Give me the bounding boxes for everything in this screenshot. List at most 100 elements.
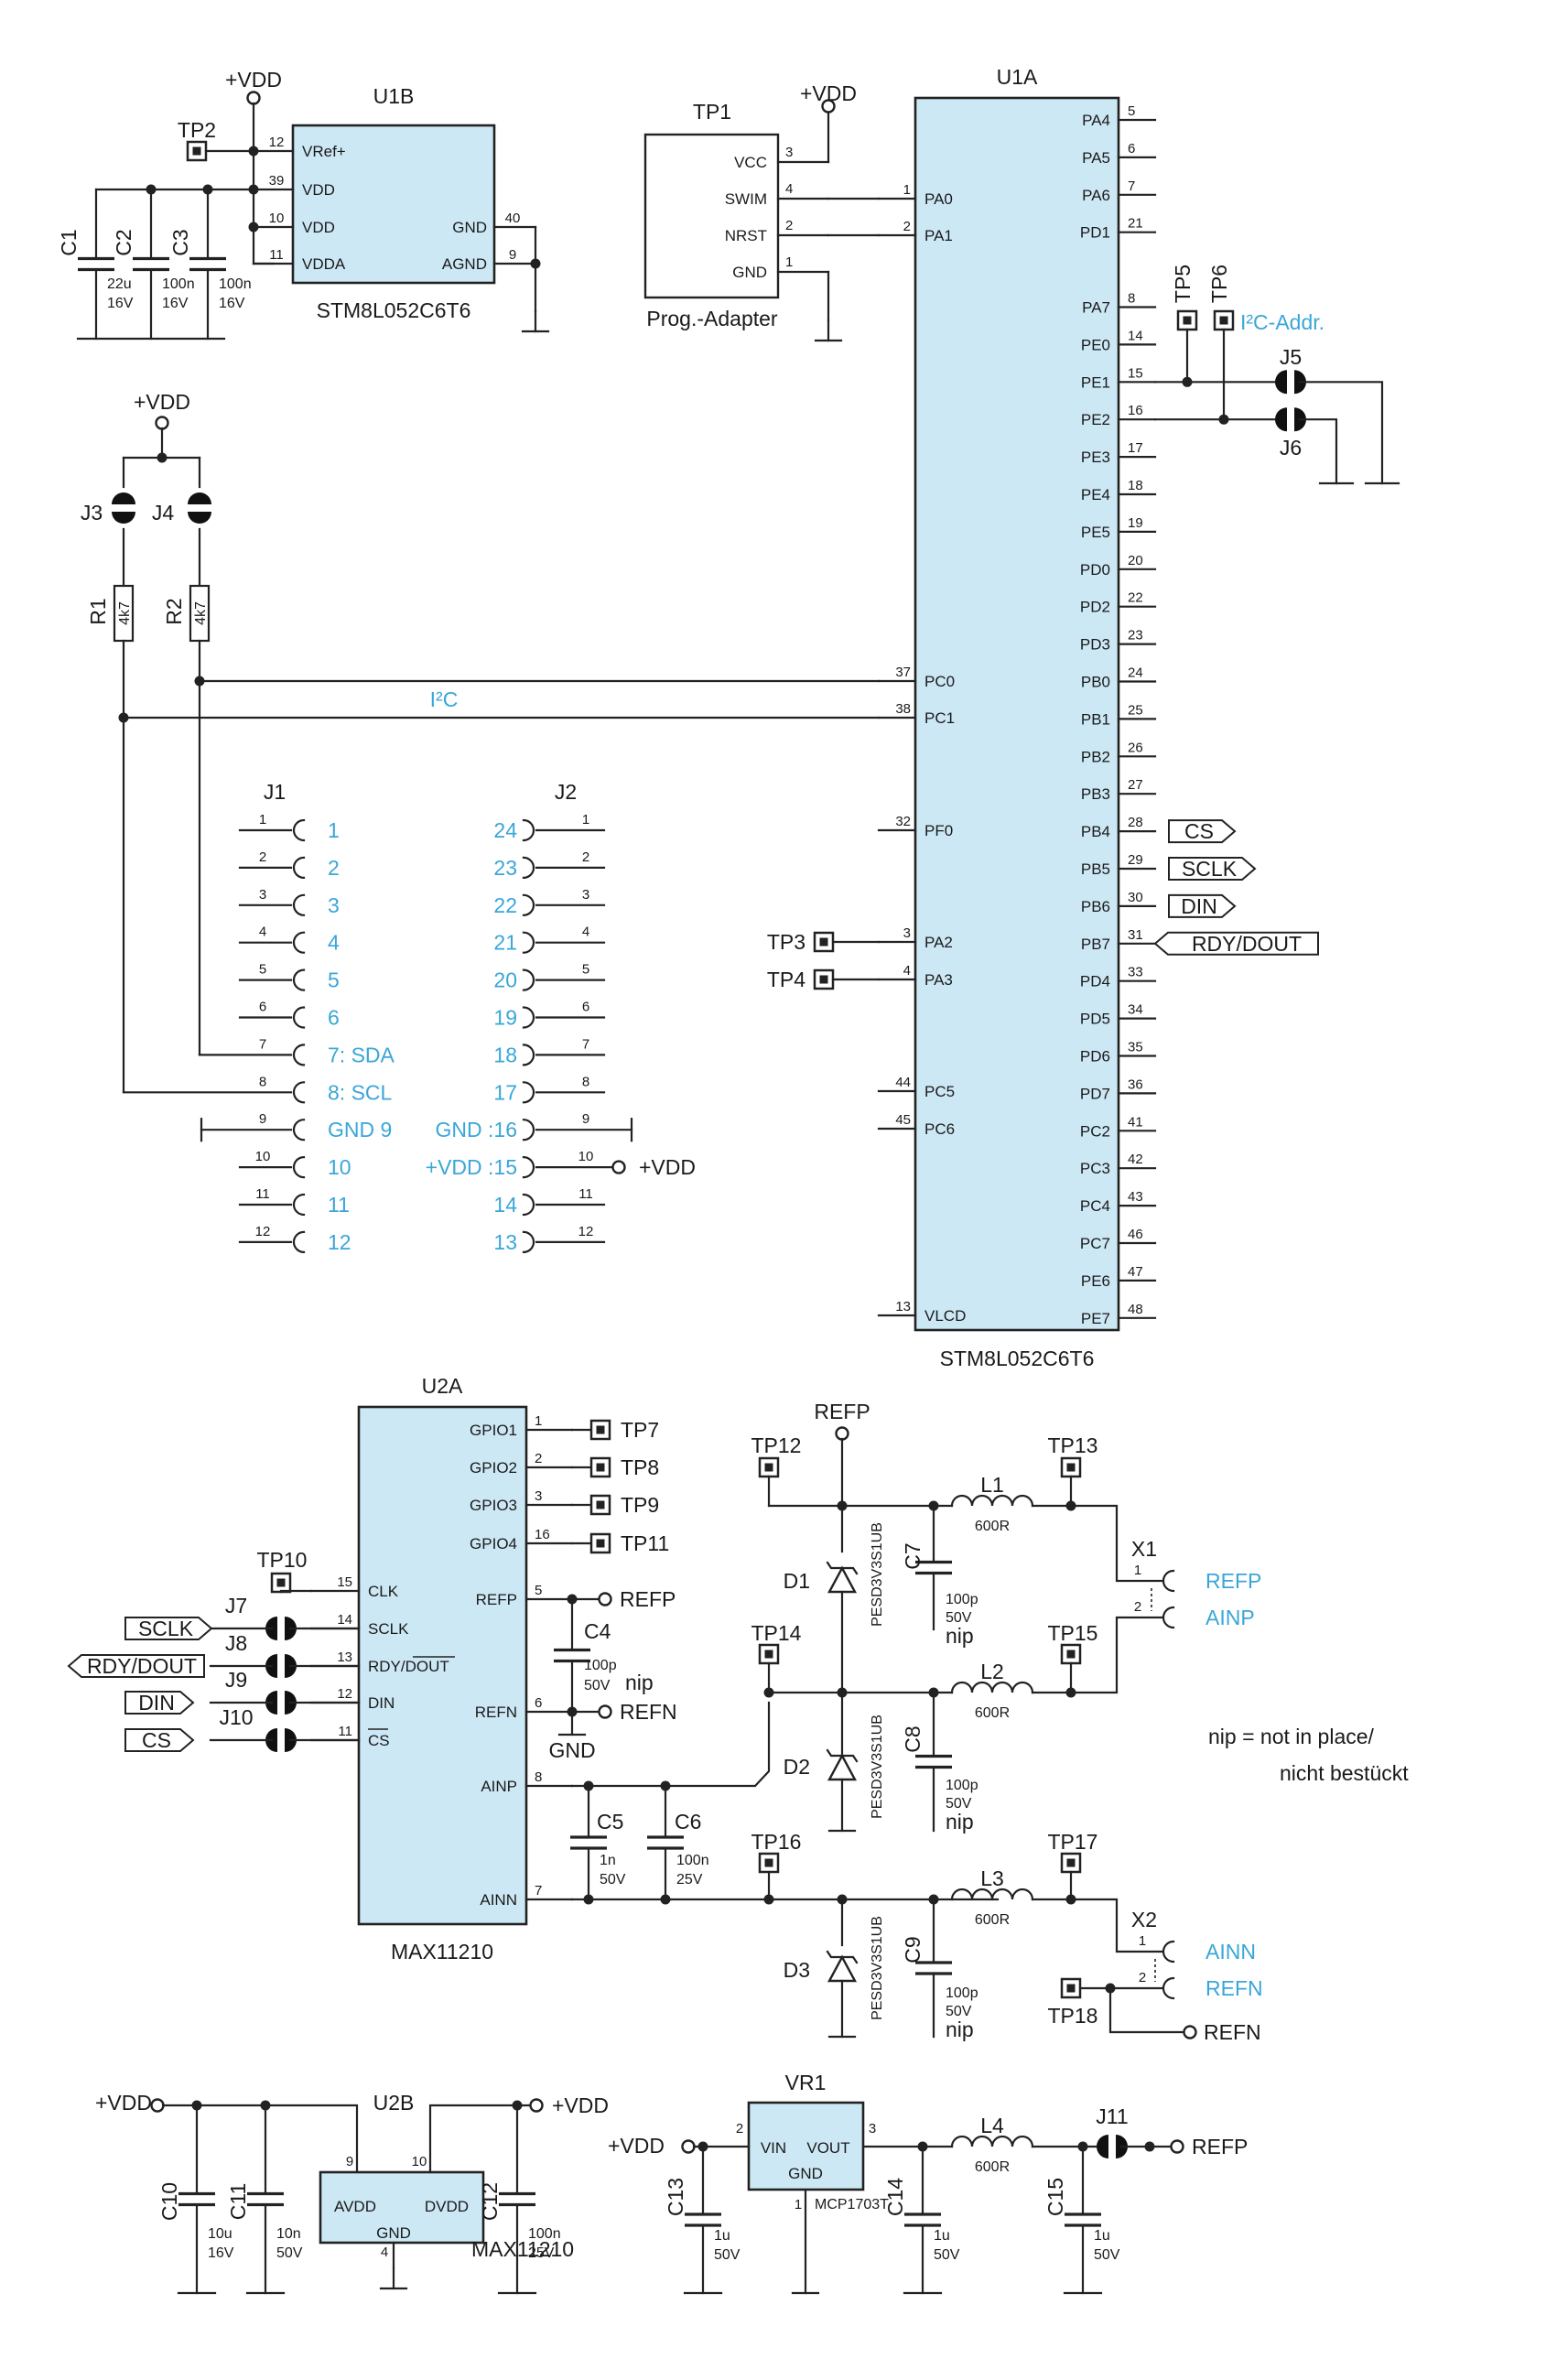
- j2-pin-num: 3: [582, 887, 589, 903]
- u1b-pin-name: VRef+: [302, 143, 346, 160]
- terminal-circle: [246, 91, 261, 105]
- tp1-pin-num: 1: [785, 254, 793, 270]
- u1a-rpin-num: 5: [1128, 103, 1135, 119]
- test-point-center: [1183, 316, 1192, 325]
- u1a-rpin-name: PD5: [1080, 1011, 1110, 1028]
- tp1-title: TP1: [693, 100, 731, 124]
- vdd-label-j2: +VDD: [639, 1155, 696, 1179]
- vdd-label-u2b: +VDD: [95, 2091, 152, 2115]
- cap-ref: C15: [1043, 2178, 1067, 2216]
- tp1-part: Prog.-Adapter: [646, 307, 778, 330]
- rdy-flag-text: RDY/DOUT: [1192, 932, 1302, 956]
- d3-ref: D3: [784, 1958, 810, 1982]
- jumper-label: J9: [225, 1668, 247, 1692]
- diode-icon: [827, 1565, 858, 1594]
- jumper-half: [112, 512, 135, 524]
- vr1-n-vout: 3: [869, 2121, 876, 2137]
- j1-pin-num: 11: [255, 1186, 270, 1202]
- c5-ref: C5: [597, 1810, 623, 1834]
- u1b-pin-name: VDD: [302, 181, 335, 199]
- j10-cs-flag-text: CS: [142, 1728, 171, 1752]
- j1-contact: [292, 1044, 306, 1066]
- tp1-pin-name: SWIM: [725, 190, 767, 208]
- din-flag-text: DIN: [1181, 894, 1217, 918]
- tp1-pin-name: GND: [732, 264, 767, 281]
- jumper-label: J8: [225, 1631, 247, 1655]
- l2-val: 600R: [975, 1705, 1010, 1721]
- cap-value: 22u: [107, 276, 132, 292]
- x1-p1: REFP: [1205, 1569, 1261, 1593]
- u2b-dvdd: DVDD: [425, 2198, 469, 2215]
- c4-v3: nip: [625, 1671, 654, 1694]
- cap-ref: C1: [57, 229, 81, 255]
- junction-dot: [1144, 2141, 1155, 2152]
- j1-pin-num: 2: [259, 849, 266, 865]
- tp3-label: TP3: [767, 930, 805, 954]
- u2b-part: MAX11210: [471, 2237, 574, 2261]
- c9-v2: 50V: [946, 2004, 972, 2019]
- vr1-n-gnd: 1: [795, 2197, 802, 2212]
- u1b-pin-num: 12: [269, 135, 285, 150]
- u1a-lpin-name: PF0: [924, 822, 953, 839]
- j2-pin-label: +VDD :15: [426, 1155, 517, 1179]
- terminal-circle: [598, 1592, 612, 1606]
- u1a-rpin-name: PD0: [1080, 561, 1110, 579]
- tp18-label: TP18: [1048, 2004, 1098, 2028]
- u2a-lpin-num: 15: [337, 1574, 352, 1590]
- tp-gpio-label: TP7: [621, 1418, 659, 1442]
- x2-n1: 1: [1139, 1933, 1146, 1949]
- u1a-rpin-num: 15: [1128, 365, 1143, 381]
- u1a-rpin-num: 46: [1128, 1227, 1143, 1242]
- j2-contact: [522, 1230, 535, 1254]
- x1-contact: [1162, 1606, 1175, 1629]
- c7-v2: 50V: [946, 1610, 972, 1626]
- j1-title: J1: [264, 780, 286, 804]
- u1a-rpin-num: 6: [1128, 141, 1135, 157]
- vr1-title: VR1: [785, 2071, 827, 2094]
- jumper-label: J7: [225, 1594, 247, 1617]
- u1a-lpin-name: PC6: [924, 1120, 955, 1138]
- u1a-rpin-name: PE5: [1081, 524, 1110, 541]
- cap-value: 1u: [1094, 2228, 1110, 2244]
- u1a-rpin-name: PD1: [1080, 224, 1110, 242]
- j1-pin-label: 5: [328, 968, 340, 992]
- j2-pin-label: 22: [493, 893, 517, 917]
- gnd-label-c4: GND: [548, 1738, 595, 1762]
- u2a-rpin-name: REFP: [476, 1591, 517, 1608]
- u1a-title: U1A: [997, 65, 1038, 89]
- j2-pin-num: 8: [582, 1074, 589, 1089]
- tp1-pin-num: 3: [785, 145, 793, 160]
- j2-pin-label: 21: [493, 931, 517, 955]
- j1-pin-label: 12: [328, 1230, 351, 1254]
- vr1-vout: VOUT: [806, 2139, 849, 2157]
- tp-gpio-label: TP9: [621, 1493, 659, 1517]
- terminal-circle: [821, 99, 836, 114]
- j1-pin-label: 8: SCL: [328, 1080, 393, 1104]
- u1a-rpin-name: PB6: [1081, 898, 1110, 915]
- c4-v2: 50V: [584, 1678, 611, 1693]
- cap-ref: C2: [112, 229, 135, 255]
- test-point-center: [764, 1858, 773, 1867]
- diode-icon: [827, 1753, 858, 1781]
- j1-pin-num: 12: [255, 1224, 271, 1239]
- tp5-label: TP5: [1171, 265, 1195, 303]
- j1-pin-label: 1: [328, 818, 340, 842]
- u2a-lpin-name: DIN: [368, 1694, 395, 1712]
- u2a-rpin-num: 16: [535, 1527, 550, 1542]
- u1a-rpin-num: 34: [1128, 1002, 1143, 1018]
- terminal-circle: [598, 1704, 612, 1719]
- u1a-rpin-num: 27: [1128, 777, 1143, 793]
- u1a-rpin-name: PB2: [1081, 748, 1110, 765]
- cap-voltage: 25V: [528, 2245, 555, 2261]
- j2-contact: [522, 1119, 535, 1141]
- u1a-rpin-num: 31: [1128, 927, 1143, 943]
- test-point-center: [819, 937, 828, 947]
- j1-pin-label: 3: [328, 893, 340, 917]
- terminal-circle: [529, 2098, 544, 2113]
- diode-bar: [826, 1561, 859, 1575]
- c8-v3: nip: [946, 1810, 974, 1834]
- j2-contact: [522, 1044, 535, 1066]
- x1-n1: 1: [1134, 1563, 1141, 1578]
- test-point-center: [596, 1425, 605, 1434]
- u2a-refp-label: REFP: [620, 1587, 676, 1611]
